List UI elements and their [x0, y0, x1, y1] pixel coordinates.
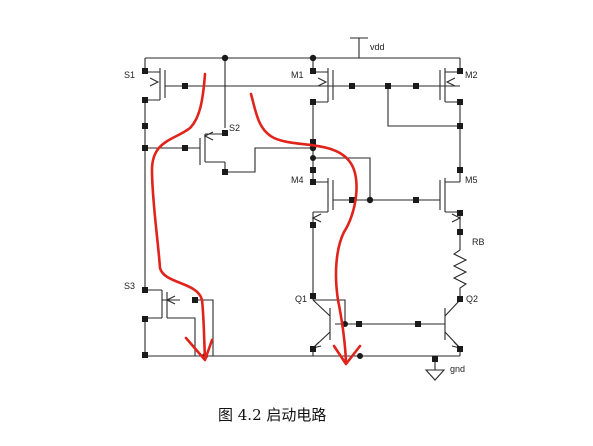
right-current-path	[249, 92, 358, 364]
m4-label: M4	[291, 175, 304, 185]
component-labels: vdd S1 S2 S3 M1 M2 M4 M5 RB Q1 Q2 gnd	[124, 42, 485, 374]
q1-label: Q1	[295, 294, 307, 304]
rb-label: RB	[472, 237, 485, 247]
s3-label: S3	[124, 281, 135, 291]
gnd-label: gnd	[450, 364, 465, 374]
m2-label: M2	[465, 70, 478, 80]
circuit-wires	[144, 37, 468, 381]
left-current-path	[150, 72, 207, 360]
vdd-label: vdd	[370, 42, 385, 52]
s2-label: S2	[229, 123, 240, 133]
s1-label: S1	[124, 70, 135, 80]
m1-label: M1	[291, 70, 304, 80]
right-arrowhead	[332, 344, 362, 366]
startup-current-paths	[150, 72, 362, 366]
junction-markers	[142, 54, 463, 362]
left-arrowhead	[184, 336, 214, 362]
figure-caption: 图 4.2 启动电路	[218, 406, 326, 424]
m5-label: M5	[465, 175, 478, 185]
q2-label: Q2	[466, 294, 478, 304]
